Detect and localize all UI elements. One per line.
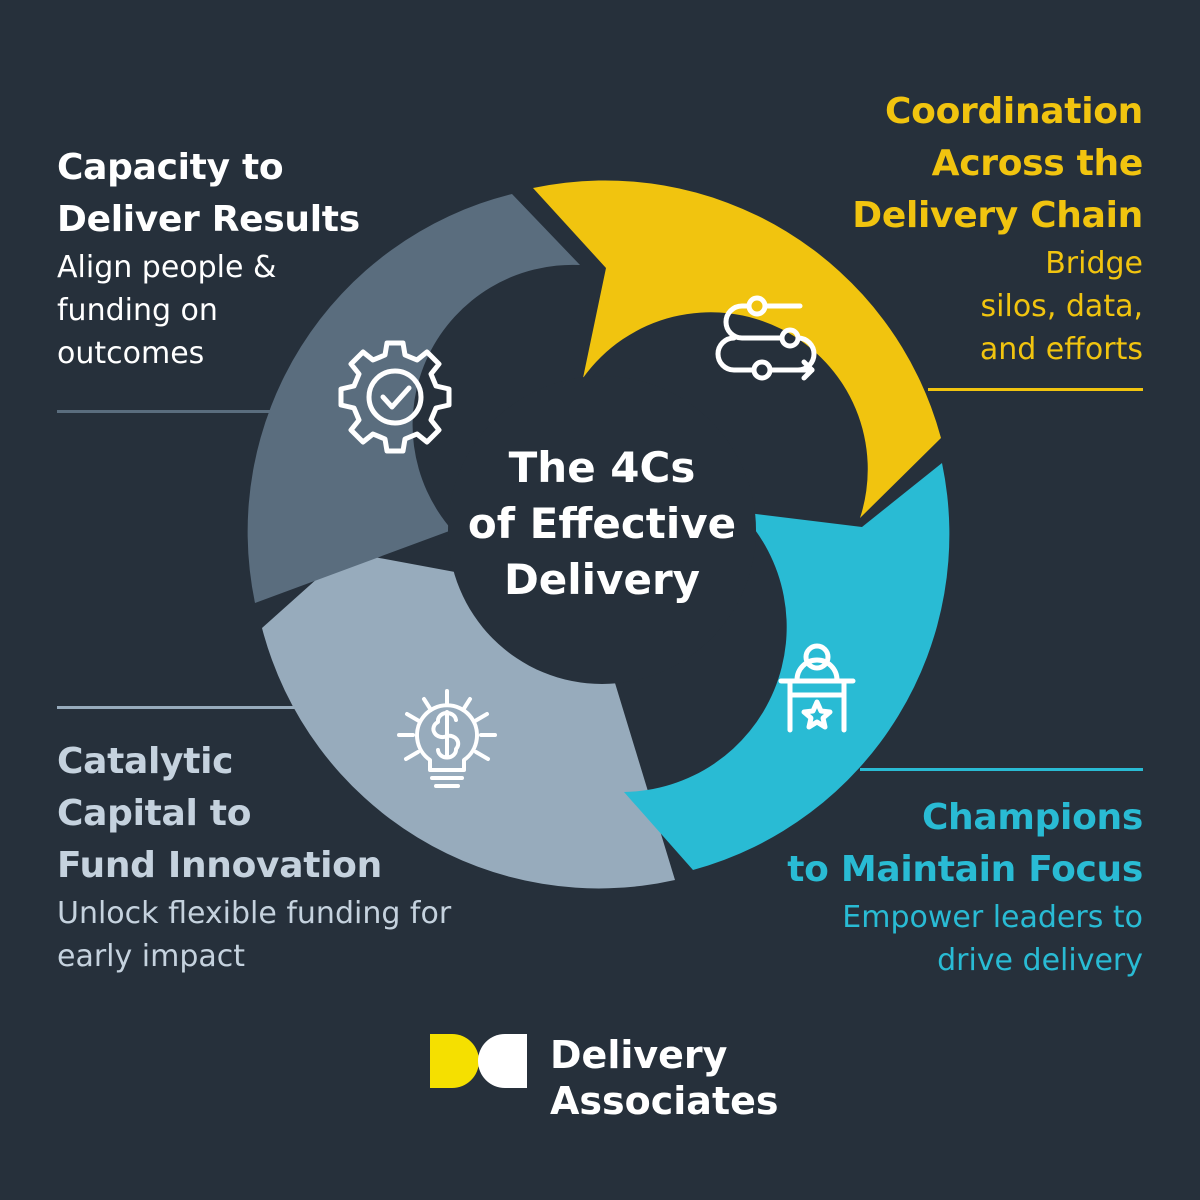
center-disc — [448, 376, 756, 684]
coordination-text: Coordination Across the Delivery Chain B… — [803, 86, 1143, 371]
workflow-path-icon — [715, 295, 817, 381]
catalytic-segment — [262, 552, 675, 889]
coordination-description: Bridge silos, data, and efforts — [979, 246, 1143, 367]
capacity-segment — [247, 194, 581, 603]
capacity-title: Capacity to Deliver Results — [57, 147, 360, 240]
lightbulb-dollar-icon — [397, 689, 497, 788]
coordination-divider — [928, 388, 1143, 391]
catalytic-title: Catalytic Capital to Fund Innovation — [57, 741, 382, 886]
champions-title: Champions to Maintain Focus — [787, 797, 1143, 890]
champions-description: Empower leaders to drive delivery — [842, 900, 1143, 978]
catalytic-divider — [57, 706, 295, 709]
champions-text: Champions to Maintain Focus Empower lead… — [713, 792, 1143, 982]
coordination-segment — [533, 180, 941, 518]
capacity-divider — [57, 410, 272, 413]
brand-name: Delivery Associates — [550, 1033, 779, 1123]
champions-segment — [624, 463, 950, 870]
delivery-associates-logo-icon — [430, 1034, 527, 1088]
podium-speaker-icon — [778, 643, 856, 733]
capacity-text: Capacity to Deliver Results Align people… — [57, 142, 397, 375]
center-title: The 4Cs of Effective Delivery — [467, 443, 737, 604]
champions-divider — [860, 768, 1143, 771]
coordination-title: Coordination Across the Delivery Chain — [852, 91, 1143, 236]
catalytic-text: Catalytic Capital to Fund Innovation Unl… — [57, 736, 527, 978]
gear-check-icon — [338, 340, 452, 454]
capacity-description: Align people & funding on outcomes — [57, 250, 277, 371]
catalytic-description: Unlock flexible funding for early impact — [57, 896, 452, 974]
